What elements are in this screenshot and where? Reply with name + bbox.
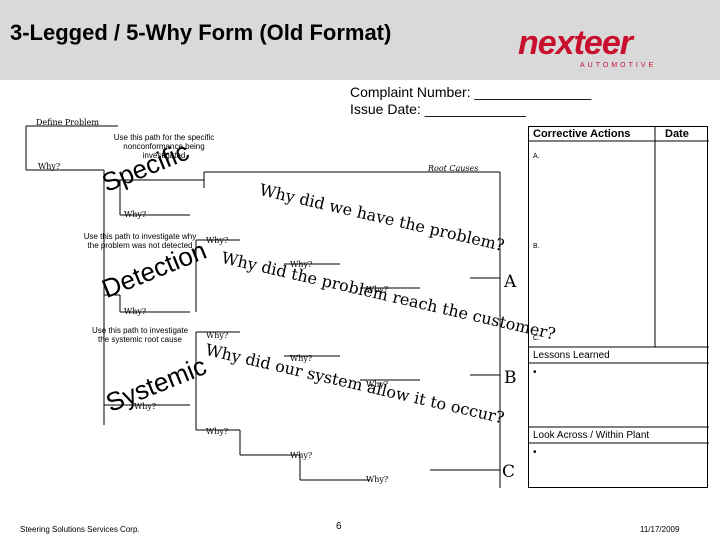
logo-wordmark: nexteer	[518, 24, 633, 62]
why-label: Why?	[206, 236, 229, 245]
why-label: Why?	[38, 162, 61, 171]
look-across-header: Look Across / Within Plant	[533, 430, 650, 441]
why-label: Why?	[124, 307, 147, 316]
why-label: Why?	[366, 380, 389, 389]
result-letter-b: B	[504, 368, 517, 388]
action-c-label: C.	[533, 335, 540, 342]
why-label: Why?	[124, 210, 147, 219]
action-a-label: A.	[533, 153, 540, 160]
nexteer-logo: nexteer AUTOMOTIVE	[514, 26, 708, 72]
result-letter-c: C	[502, 462, 516, 482]
footer-company: Steering Solutions Services Corp.	[20, 525, 140, 534]
why-label: Why?	[290, 354, 313, 363]
why-label: Why?	[366, 285, 389, 294]
issue-date-field: Issue Date: _____________	[350, 101, 526, 117]
action-b-label: B.	[533, 243, 540, 250]
page-number: 6	[336, 521, 342, 532]
result-letter-a: A	[504, 272, 517, 292]
footer-date: 11/17/2009	[640, 525, 680, 534]
why-label: Why?	[206, 331, 229, 340]
root-causes-label: Root Causes	[428, 164, 479, 173]
look-across-bullet: •	[533, 447, 537, 458]
systemic-path-note: Use this path to investigate the systemi…	[91, 326, 189, 344]
define-problem-label: Define Problem	[36, 118, 99, 127]
specific-path-note: Use this path for the specific nonconfor…	[113, 133, 215, 160]
title-band	[0, 0, 720, 80]
corrective-actions-panel: Corrective Actions Date A. B. C. Lessons…	[528, 126, 709, 488]
why-label: Why?	[290, 451, 313, 460]
detection-path-note: Use this path to investigate why the pro…	[83, 232, 197, 250]
why-label: Why?	[134, 402, 157, 411]
why-label: Why?	[206, 427, 229, 436]
corrective-actions-header: Corrective Actions	[533, 128, 631, 140]
panel-grid	[529, 127, 709, 444]
date-header: Date	[665, 128, 689, 140]
lessons-learned-header: Lessons Learned	[533, 350, 610, 361]
complaint-number-field: Complaint Number: _______________	[350, 84, 592, 100]
why-label: Why?	[290, 260, 313, 269]
why-label: Why?	[366, 475, 389, 484]
lessons-learned-bullet: •	[533, 367, 537, 378]
slide-title: 3-Legged / 5-Why Form (Old Format)	[10, 20, 392, 45]
logo-subtitle: AUTOMOTIVE	[580, 62, 657, 69]
